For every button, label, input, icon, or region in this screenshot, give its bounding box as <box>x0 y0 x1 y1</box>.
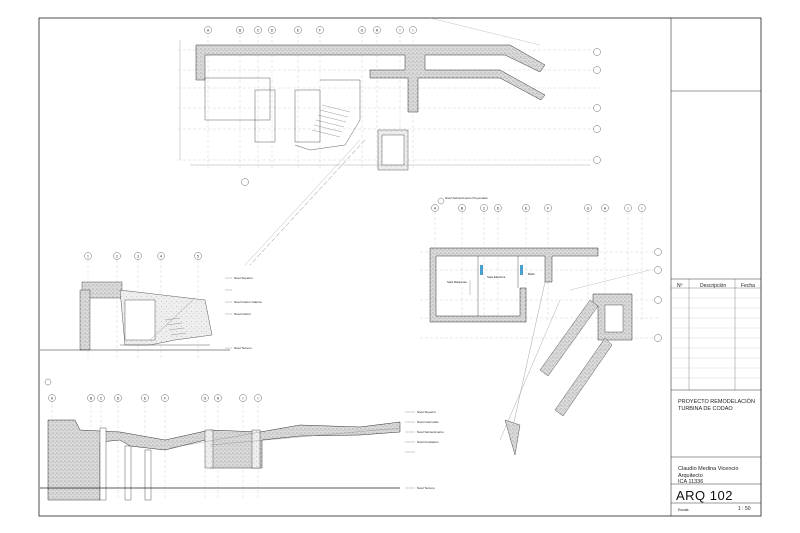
plan-right-grid-label: G <box>587 206 590 210</box>
architect-title: Arquitecto <box>678 472 703 479</box>
elevation-bottom <box>40 378 415 501</box>
section-level-3: Nivel Inferior <box>234 312 251 316</box>
architect-id: ICA 11336 <box>678 479 704 485</box>
plan-right-grid-label: H <box>604 206 607 210</box>
plan-top <box>178 17 601 266</box>
scale-value: 1 : 50 <box>738 506 751 512</box>
sheet-border <box>38 17 762 517</box>
section-grid-label: 2 <box>116 254 118 258</box>
revision-col-description: Descripción <box>700 283 727 289</box>
plan-right-grid-label: A <box>434 206 437 210</box>
project-name: PROYECTO REMODELACIÓN TURBINA DE CODAO <box>678 399 755 412</box>
section-left <box>40 252 232 360</box>
plan-top-grid-label: I <box>400 28 401 32</box>
plan-top-grid-label: D <box>271 28 274 32</box>
section-level-4: Nivel Terreno <box>234 346 252 350</box>
section-grid-label: 1 <box>87 254 89 258</box>
plan-top-grid-label: C <box>257 28 260 32</box>
section-grid-label: 4 <box>160 254 162 258</box>
elev-level-4: Nivel Fundación <box>417 440 439 444</box>
plan-top-grid-label: I <box>413 28 414 32</box>
elev-level-1: Nivel Superior <box>417 410 436 414</box>
architect-name: Claudio Medina Vicencio <box>678 466 739 472</box>
elev-grid-label: B <box>90 396 93 400</box>
plan-top-grid-label: G <box>361 28 364 32</box>
plan-right-grid-label: D <box>497 206 500 210</box>
revision-col-date: Fecha <box>741 283 755 289</box>
plan-top-grid-label: E <box>297 28 300 32</box>
plan-top-grid-label: F <box>319 28 321 32</box>
elev-level-2: Nivel Intermedio <box>417 420 439 424</box>
plan-right-grid-label: I <box>642 206 643 210</box>
scale-label: Escala <box>678 508 689 512</box>
section-level-1: Nivel Superior <box>234 276 253 280</box>
elev-grid-label: H <box>217 396 220 400</box>
section-level-2: Nivel Interior Galería <box>234 300 262 304</box>
section-grid-label: 3 <box>137 254 139 258</box>
section-grid-label: 5 <box>197 254 199 258</box>
plan-right-grid-label: I <box>628 206 629 210</box>
elev-grid-label: D <box>117 396 120 400</box>
plan-right-grid-label: E <box>525 206 528 210</box>
elev-grid-label: F <box>164 396 166 400</box>
plan-right <box>420 197 662 456</box>
plan-right-title: Nivel Sobrecimiento Proyectado <box>445 196 488 200</box>
plan-right-grid-label: B <box>461 206 464 210</box>
room-label-1: Sala Máquinas <box>447 280 467 284</box>
elev-grid-label: A <box>51 396 54 400</box>
room-label-3: Baño <box>528 272 536 276</box>
elev-grid-label: E <box>144 396 147 400</box>
plan-top-grid-label: H <box>376 28 379 32</box>
plan-right-grid-label: F <box>547 206 549 210</box>
plan-right-grid-label: C <box>483 206 486 210</box>
elev-level-5: Nivel Terreno <box>417 486 435 490</box>
drawing-number: ARQ 102 <box>676 488 733 503</box>
elev-grid-label: G <box>204 396 207 400</box>
room-label-2: Sala Eléctrica <box>487 275 506 279</box>
title-block-frame <box>670 18 761 516</box>
elev-grid-label: I <box>258 396 259 400</box>
elev-grid-label: I <box>243 396 244 400</box>
plan-top-grid-label: B <box>239 28 242 32</box>
plan-top-grid-label: A <box>207 28 210 32</box>
architect-block: Claudio Medina Vicencio Arquitecto ICA 1… <box>678 466 758 486</box>
elev-level-3: Nivel Sobrecimiento <box>417 430 444 434</box>
revision-col-num: Nº <box>677 283 683 289</box>
elev-grid-label: C <box>100 396 103 400</box>
